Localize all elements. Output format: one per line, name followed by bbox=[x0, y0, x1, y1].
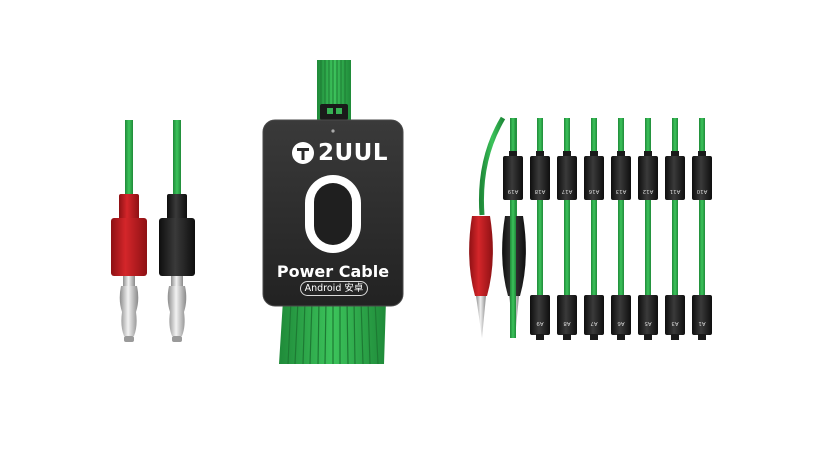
upper-plug bbox=[692, 156, 712, 200]
lower-plug bbox=[584, 295, 604, 335]
connector-wire bbox=[530, 118, 550, 340]
red-banana-plug bbox=[111, 194, 147, 342]
cable-housing bbox=[262, 119, 404, 307]
lower-plug bbox=[638, 295, 658, 335]
top-plug-label: A13 bbox=[615, 188, 627, 194]
bottom-plug-label: A7 bbox=[590, 320, 598, 326]
housing-window bbox=[305, 175, 361, 253]
black-banana-plug bbox=[159, 194, 195, 342]
bottom-plug-label: A9 bbox=[536, 320, 544, 326]
upper-plug bbox=[611, 156, 631, 200]
top-plug-label: A12 bbox=[642, 188, 654, 194]
lower-plug bbox=[557, 295, 577, 335]
product-name: Power Cable bbox=[276, 262, 390, 281]
bottom-plug-label: A8 bbox=[563, 320, 571, 326]
upper-plug bbox=[503, 156, 523, 200]
top-plug-label: A19 bbox=[507, 188, 519, 194]
connector-wire bbox=[638, 118, 658, 340]
bottom-plug-label: A6 bbox=[617, 320, 625, 326]
connector-wire bbox=[665, 118, 685, 340]
top-plug-label: A10 bbox=[696, 188, 708, 194]
red-lead-wire bbox=[125, 120, 133, 195]
brand-logo-icon bbox=[292, 142, 314, 164]
upper-plug bbox=[557, 156, 577, 200]
lower-plug bbox=[530, 295, 550, 335]
variant-badge: Android 安卓 bbox=[300, 281, 368, 296]
bottom-plug-label: A1 bbox=[698, 320, 706, 326]
connector-wire-set bbox=[503, 118, 712, 340]
ribbon-cable-top bbox=[317, 60, 351, 122]
lower-plug bbox=[665, 295, 685, 335]
connector-wire bbox=[503, 118, 523, 338]
brand-name: 2UUL bbox=[318, 140, 389, 166]
black-lead-wire bbox=[173, 120, 181, 195]
ribbon-cable-bottom bbox=[279, 299, 386, 365]
red-alligator-clip bbox=[469, 216, 493, 338]
lower-plug bbox=[692, 295, 712, 335]
banana-plug-pair bbox=[111, 120, 195, 342]
connector-wire bbox=[692, 118, 712, 340]
top-plug-label: A17 bbox=[561, 188, 573, 194]
lower-plug bbox=[611, 295, 631, 335]
upper-plug bbox=[638, 156, 658, 200]
top-plug-label: A16 bbox=[588, 188, 600, 194]
alligator-clip-pair bbox=[469, 116, 526, 338]
top-plug-label: A11 bbox=[669, 188, 681, 194]
connector-wire bbox=[611, 118, 631, 340]
upper-plug bbox=[530, 156, 550, 200]
bottom-plug-label: A3 bbox=[671, 320, 679, 326]
connector-wire bbox=[584, 118, 604, 340]
upper-plug bbox=[584, 156, 604, 200]
bottom-plug-label: A5 bbox=[644, 320, 652, 326]
upper-plug bbox=[665, 156, 685, 200]
top-plug-label: A18 bbox=[534, 188, 546, 194]
connector-wire bbox=[557, 118, 577, 340]
